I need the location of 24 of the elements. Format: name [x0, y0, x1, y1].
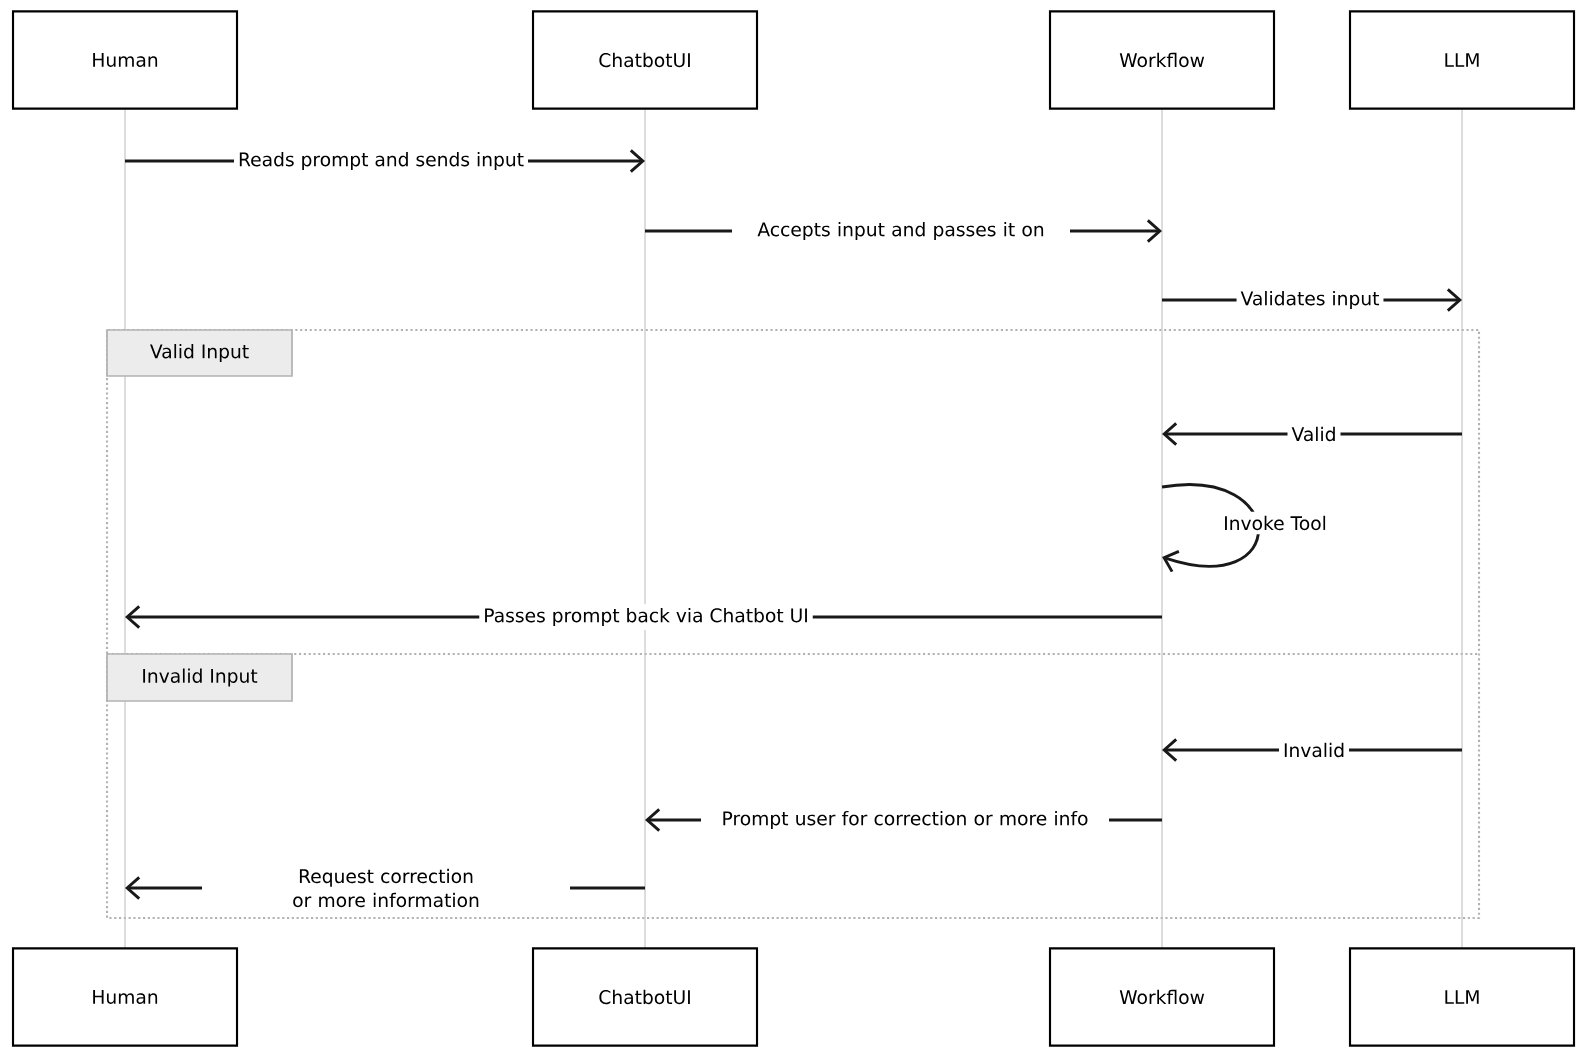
edge-label: Invoke Tool	[1219, 511, 1331, 535]
participant-box: Workflow	[1048, 10, 1276, 110]
participant-box: Human	[11, 947, 239, 1047]
edge-label: Invalid	[1279, 738, 1350, 762]
participant-box: ChatbotUI	[531, 947, 759, 1047]
edge-label: Passes prompt back via Chatbot UI	[479, 603, 813, 631]
fragment-label: Invalid Input	[106, 653, 293, 702]
edge-label: Validates input	[1236, 286, 1384, 314]
edge-label: Reads prompt and sends input	[234, 147, 528, 175]
edge-label: Prompt user for correction or more info	[701, 806, 1109, 834]
fragment-label: Valid Input	[106, 329, 293, 377]
edge-label: Request correction or more information	[202, 864, 570, 912]
participant-box: Human	[11, 10, 239, 110]
lifeline	[1461, 107, 1463, 950]
participant-box: Workflow	[1048, 947, 1276, 1047]
edge-label: Accepts input and passes it on	[732, 217, 1070, 245]
lifeline	[1161, 107, 1163, 950]
message-arrow	[1161, 483, 1260, 573]
participant-box: LLM	[1348, 947, 1576, 1047]
lifeline	[644, 107, 646, 950]
lifeline	[124, 107, 126, 950]
edge-label: Valid	[1287, 422, 1341, 446]
participant-box: ChatbotUI	[531, 10, 759, 110]
participant-box: LLM	[1348, 10, 1576, 110]
